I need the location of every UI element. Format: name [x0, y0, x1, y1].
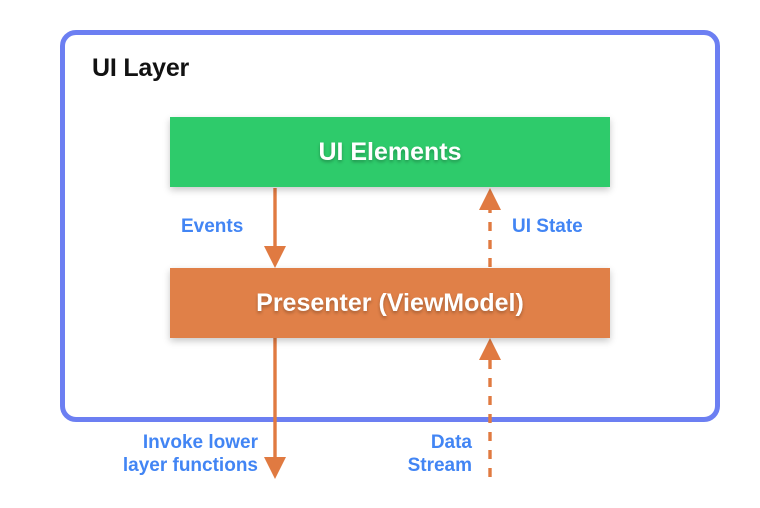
ui-layer-frame — [60, 30, 720, 422]
ui-layer-title: UI Layer — [92, 54, 190, 82]
edge-label-ui-state: UI State — [512, 216, 583, 237]
edge-label-events: Events — [181, 216, 244, 237]
edge-label-data-stream: Data Stream — [407, 432, 472, 476]
node-presenter[interactable]: Presenter (ViewModel) — [170, 268, 610, 338]
node-presenter-label: Presenter (ViewModel) — [256, 288, 524, 317]
node-ui-elements[interactable]: UI Elements — [170, 117, 610, 187]
node-ui-elements-label: UI Elements — [318, 137, 462, 166]
edge-label-invoke-lower-layer: Invoke lower layer functions — [122, 432, 258, 476]
